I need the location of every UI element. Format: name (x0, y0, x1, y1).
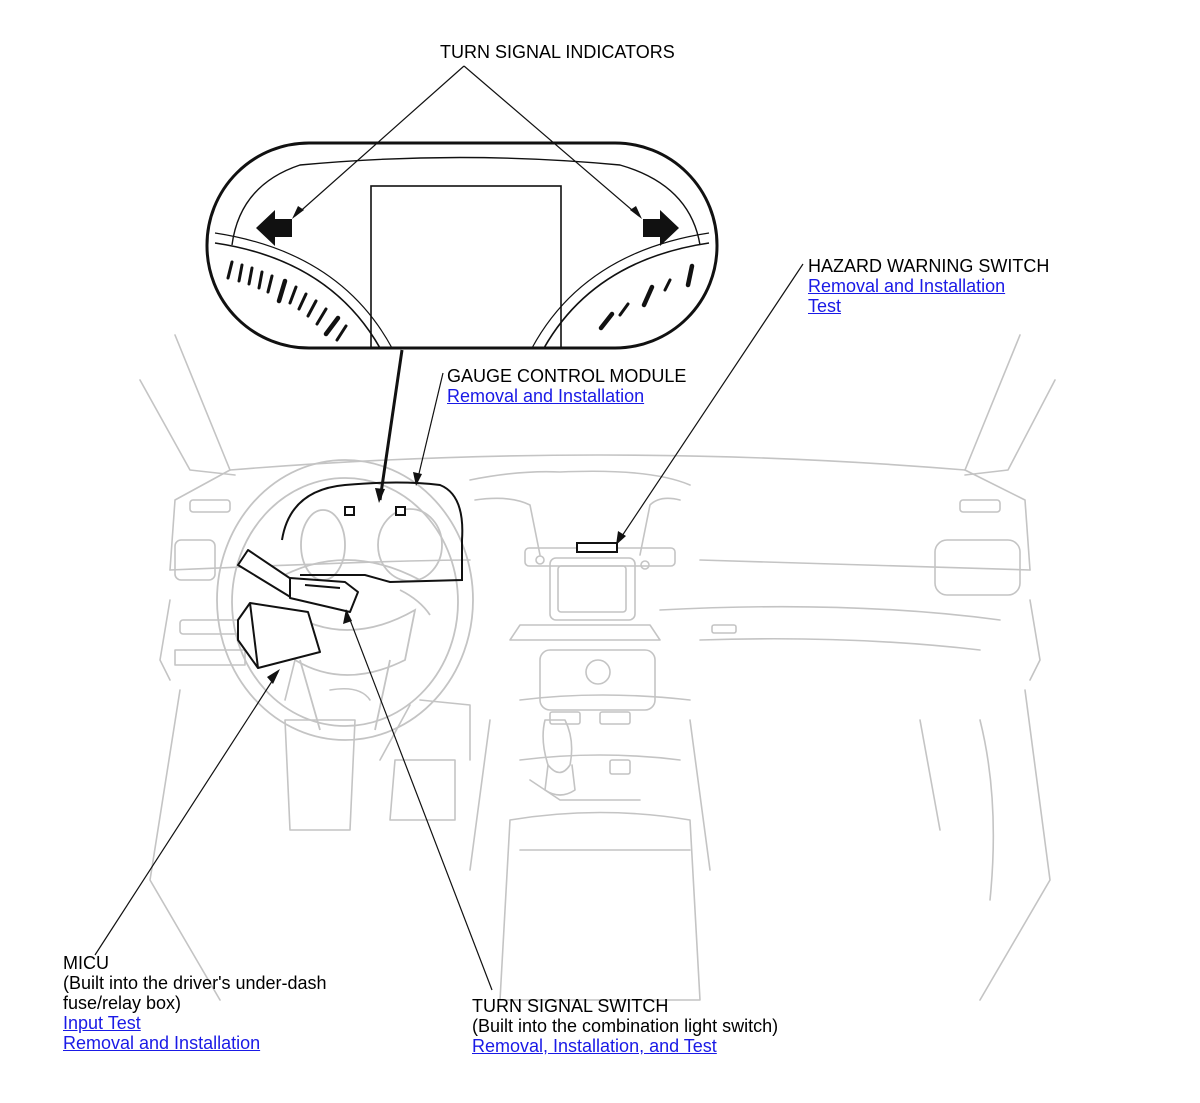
micu-note-line-1: (Built into the driver's under-dash (63, 973, 327, 993)
hazard-warning-switch-title: HAZARD WARNING SWITCH (808, 256, 1050, 276)
car-interior-background (139, 334, 1056, 1001)
turn-signal-switch-callout: TURN SIGNAL SWITCH (Built into the combi… (472, 996, 778, 1056)
gauge-removal-installation-link[interactable]: Removal and Installation (447, 386, 645, 406)
left-turn-arrow-icon (256, 210, 292, 246)
leader-arrowheads (267, 206, 642, 684)
right-gauge-ticks (598, 263, 695, 331)
turn-signal-indicators-callout: TURN SIGNAL INDICATORS (440, 42, 675, 62)
gauge-binnacle (281, 481, 464, 584)
turn-signal-switch-stalk (237, 549, 359, 613)
micu-callout: MICU (Built into the driver's under-dash… (63, 953, 327, 1053)
micu-fuse-box (237, 602, 321, 669)
left-gauge-ticks (226, 260, 348, 342)
turn-signal-switch-title: TURN SIGNAL SWITCH (472, 996, 669, 1016)
hazard-warning-switch-callout: HAZARD WARNING SWITCH Removal and Instal… (808, 256, 1049, 316)
turn-signal-switch-note: (Built into the combination light switch… (472, 1016, 779, 1036)
turn-signal-indicators-title: TURN SIGNAL INDICATORS (440, 42, 675, 62)
steering-wheel (216, 459, 474, 741)
micu-note-line-2: fuse/relay box) (63, 993, 182, 1013)
gauge-control-module-title: GAUGE CONTROL MODULE (447, 366, 687, 386)
gauge-control-module-callout: GAUGE CONTROL MODULE Removal and Install… (447, 366, 686, 406)
turn-signal-switch-link[interactable]: Removal, Installation, and Test (472, 1036, 717, 1056)
right-turn-arrow-icon (643, 210, 679, 246)
micu-title: MICU (63, 953, 109, 973)
micu-removal-installation-link[interactable]: Removal and Installation (63, 1033, 261, 1053)
micu-input-test-link[interactable]: Input Test (63, 1013, 141, 1033)
hazard-switch-button (576, 542, 618, 553)
hazard-test-link[interactable]: Test (808, 296, 842, 316)
hazard-removal-installation-link[interactable]: Removal and Installation (808, 276, 1006, 296)
leader-lines (94, 65, 804, 991)
gauge-cluster (205, 141, 719, 350)
